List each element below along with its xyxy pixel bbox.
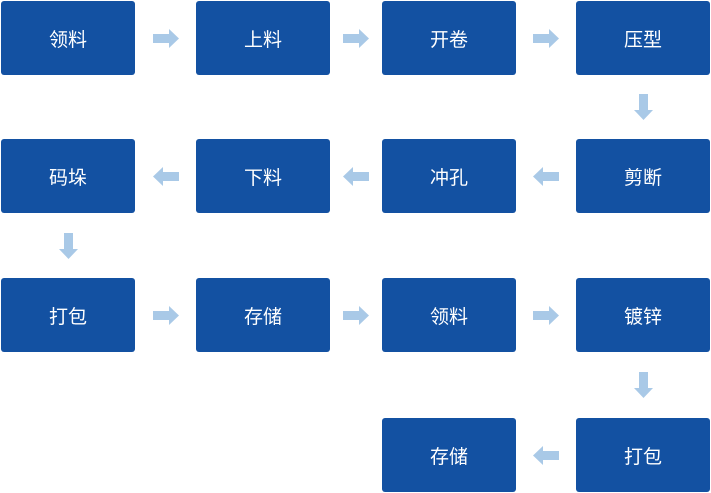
- step-box-7: 下料: [196, 139, 330, 213]
- step-box-5: 剪断: [576, 139, 710, 213]
- step-box-12: 镀锌: [576, 278, 710, 352]
- step-box-3: 开卷: [382, 1, 516, 75]
- flow-arrow-right-icon: [343, 305, 369, 325]
- step-box-14: 存储: [382, 418, 516, 492]
- step-box-9: 打包: [1, 278, 135, 352]
- step-box-2: 上料: [196, 1, 330, 75]
- flow-arrow-left-icon: [343, 166, 369, 186]
- step-box-8: 码垛: [1, 139, 135, 213]
- flow-arrow-right-icon: [152, 28, 179, 48]
- step-box-1: 领料: [1, 1, 135, 75]
- step-box-13: 打包: [576, 418, 710, 492]
- flow-arrow-down-icon: [633, 94, 653, 120]
- step-box-6: 冲孔: [382, 139, 516, 213]
- step-box-11: 领料: [382, 278, 516, 352]
- flow-arrow-right-icon: [533, 305, 559, 325]
- flow-arrow-left-icon: [533, 445, 559, 465]
- flow-arrow-right-icon: [343, 28, 369, 48]
- flow-arrow-right-icon: [152, 305, 179, 325]
- flow-arrow-left-icon: [533, 166, 559, 186]
- flow-arrow-right-icon: [533, 28, 559, 48]
- flow-arrow-down-icon: [633, 372, 653, 398]
- step-box-4: 压型: [576, 1, 710, 75]
- flow-arrow-down-icon: [58, 232, 78, 259]
- step-box-10: 存储: [196, 278, 330, 352]
- flow-arrow-left-icon: [152, 166, 179, 186]
